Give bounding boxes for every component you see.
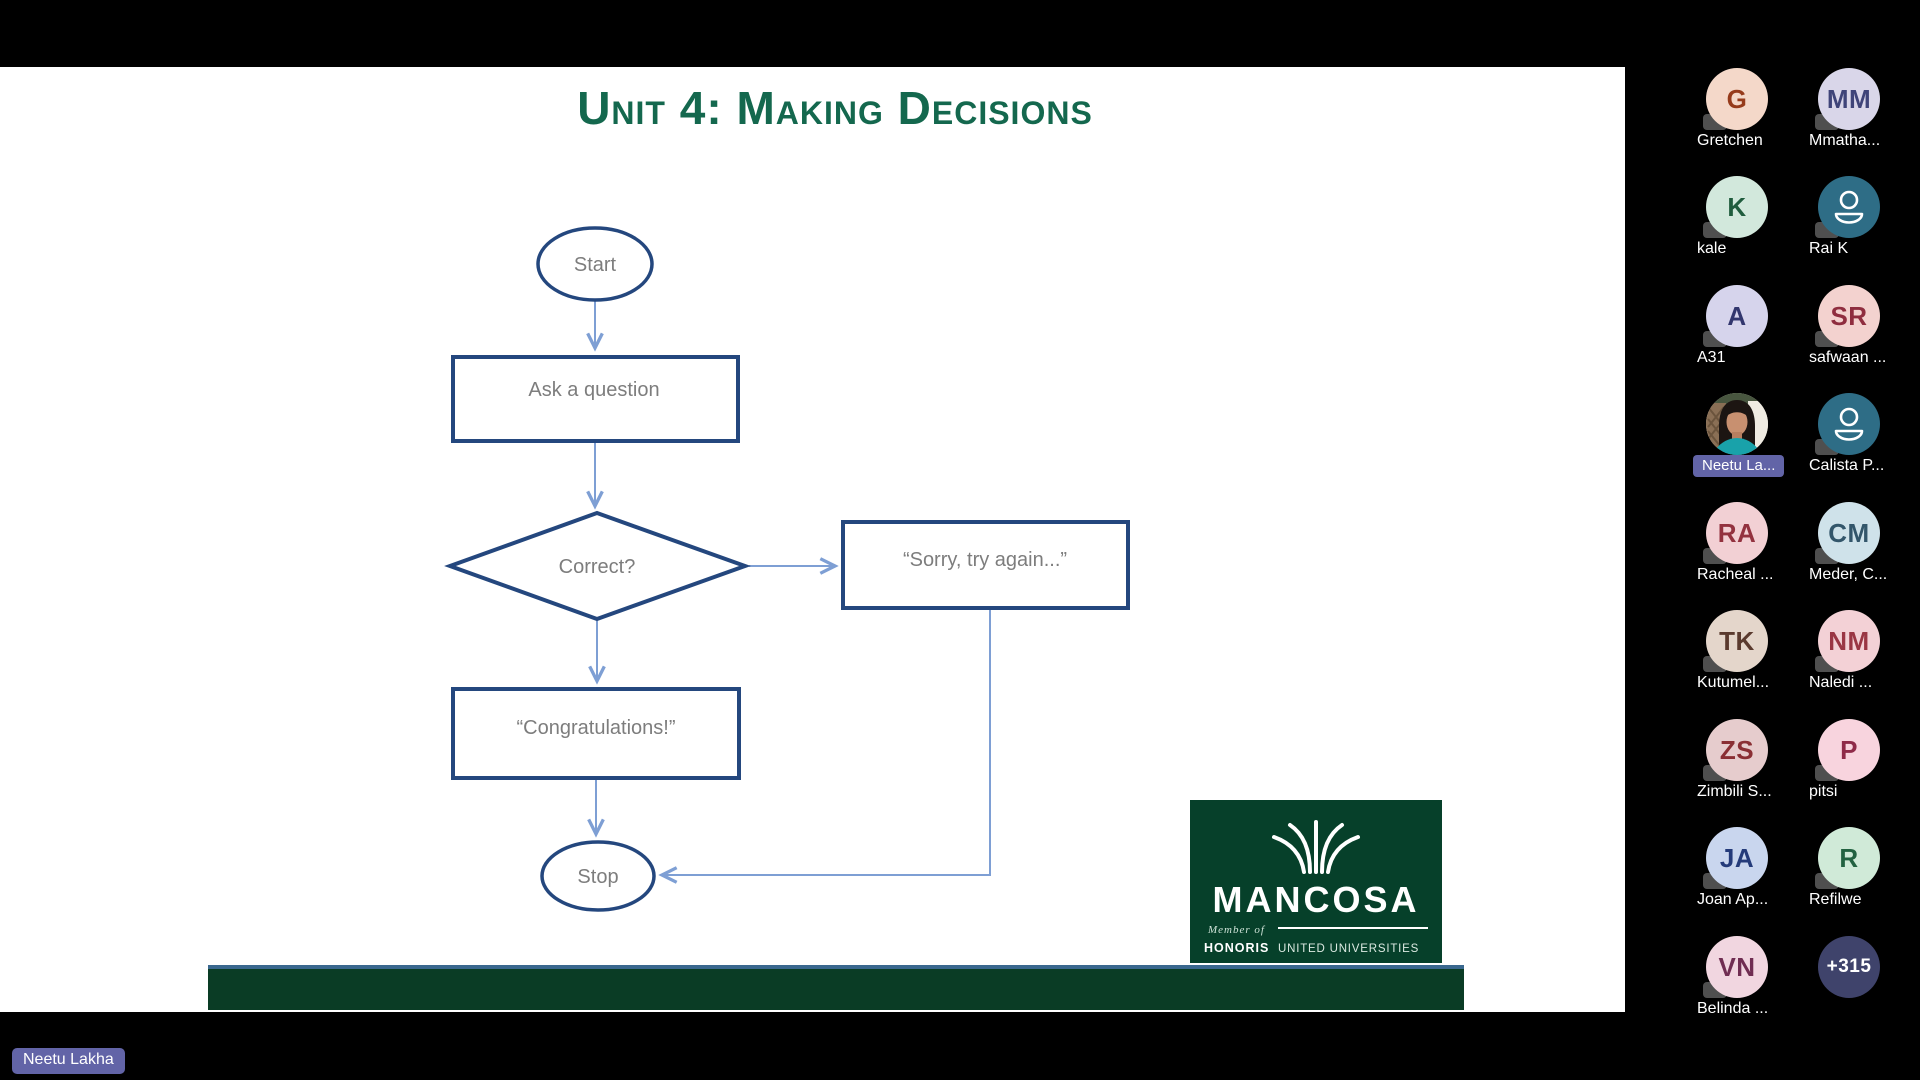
participant-tile[interactable]: K [1703, 176, 1768, 238]
flowchart-stop-ellipse [540, 840, 656, 912]
participant-name: safwaan ... [1809, 349, 1887, 366]
initials-avatar: P [1818, 719, 1880, 781]
initials-avatar: R [1818, 827, 1880, 889]
flowchart-decision-diamond [444, 510, 751, 622]
participant-tile[interactable]: P [1815, 719, 1880, 781]
participant-tile[interactable] [1815, 393, 1880, 455]
participant-name: Naledi ... [1809, 674, 1873, 691]
flow-label-decision: Correct? [559, 556, 636, 578]
participant-name: Gretchen [1697, 132, 1763, 149]
participant-tile[interactable]: MM [1815, 68, 1880, 130]
participant-tile[interactable]: TK [1703, 610, 1768, 672]
participant-name: Rai K [1809, 240, 1849, 257]
initials-avatar: MM [1818, 68, 1880, 130]
person-icon [1834, 190, 1864, 224]
participant-name: pitsi [1809, 783, 1838, 800]
logo-united-universities: UNITED UNIVERSITIES [1278, 943, 1419, 955]
participant-tile[interactable]: A [1703, 285, 1768, 347]
flowchart-ask-box [451, 355, 740, 443]
participant-name: Belinda ... [1697, 1000, 1769, 1017]
person-icon-avatar [1818, 393, 1880, 455]
participant-tile[interactable] [1815, 176, 1880, 238]
palm-icon [1272, 820, 1360, 874]
initials-avatar: ZS [1706, 719, 1768, 781]
slide-title: Unit 4: Making Decisions [577, 82, 1093, 134]
participant-name-highlighted: Neetu La... [1693, 455, 1785, 477]
participant-tile[interactable]: ZS [1703, 719, 1768, 781]
participant-name: Meder, C... [1809, 566, 1888, 583]
participant-tile[interactable]: NM [1815, 610, 1880, 672]
flow-label-right: “Congratulations!” [517, 717, 676, 739]
logo-honoris: HONORIS [1204, 941, 1269, 955]
initials-avatar: SR [1818, 285, 1880, 347]
logo-member-of: Member of [1207, 924, 1266, 936]
participant-tile[interactable] [1706, 393, 1768, 455]
participant-name: Joan Ap... [1697, 891, 1769, 908]
participant-name: Kutumel... [1697, 674, 1770, 691]
flow-label-stop: Stop [577, 866, 618, 888]
participant-name: kale [1697, 240, 1727, 257]
participant-name: Calista P... [1809, 457, 1885, 474]
flowchart-right-box [451, 687, 741, 780]
participant-name: Refilwe [1809, 891, 1862, 908]
initials-avatar: NM [1818, 610, 1880, 672]
initials-avatar: VN [1706, 936, 1768, 998]
initials-avatar: TK [1706, 610, 1768, 672]
flow-label-start: Start [574, 254, 617, 276]
participant-tile[interactable]: G [1703, 68, 1768, 130]
participant-tile[interactable]: CM [1815, 502, 1880, 564]
participant-tile[interactable]: RA [1703, 502, 1768, 564]
mancosa-logo: MANCOSA Member of HONORIS UNITED UNIVERS… [1190, 800, 1442, 963]
person-icon [1834, 407, 1864, 441]
person-icon-avatar [1818, 176, 1880, 238]
participant-name: Mmatha... [1809, 132, 1881, 149]
participant-overflow-tile[interactable]: +315 [1818, 936, 1880, 998]
flow-shapes [444, 226, 1130, 912]
shared-slide: Unit 4: Making Decisions [0, 67, 1625, 1012]
initials-avatar: JA [1706, 827, 1768, 889]
participant-tile[interactable]: VN [1703, 936, 1768, 998]
flow-connectors [595, 301, 991, 875]
initials-avatar: A [1706, 285, 1768, 347]
initials-avatar: K [1706, 176, 1768, 238]
video-avatar [1706, 393, 1768, 455]
logo-wordmark: MANCOSA [1213, 879, 1420, 920]
initials-avatar: G [1706, 68, 1768, 130]
participant-tile[interactable]: R [1815, 827, 1880, 889]
participant-name: Zimbili S... [1697, 783, 1772, 800]
flowchart: Start Ask a question Correct? “Sorry, tr… [444, 226, 1130, 912]
flow-label-ask: Ask a question [528, 379, 659, 401]
flowchart-wrong-box [841, 520, 1130, 610]
overflow-count-avatar: +315 [1818, 936, 1880, 998]
initials-avatar: RA [1706, 502, 1768, 564]
initials-avatar: CM [1818, 502, 1880, 564]
webcam-photo [1706, 393, 1768, 455]
participant-tile[interactable]: SR [1815, 285, 1880, 347]
flow-label-wrong: “Sorry, try again...” [903, 549, 1067, 571]
participant-tile[interactable]: JA [1703, 827, 1768, 889]
participant-name: Racheal ... [1697, 566, 1774, 583]
participant-name: A31 [1697, 349, 1726, 366]
connector-wrong-stop [662, 609, 991, 875]
self-name-label: Neetu Lakha [12, 1048, 125, 1074]
flowchart-start-ellipse [536, 226, 654, 302]
slide-footer-bar [208, 965, 1464, 1010]
